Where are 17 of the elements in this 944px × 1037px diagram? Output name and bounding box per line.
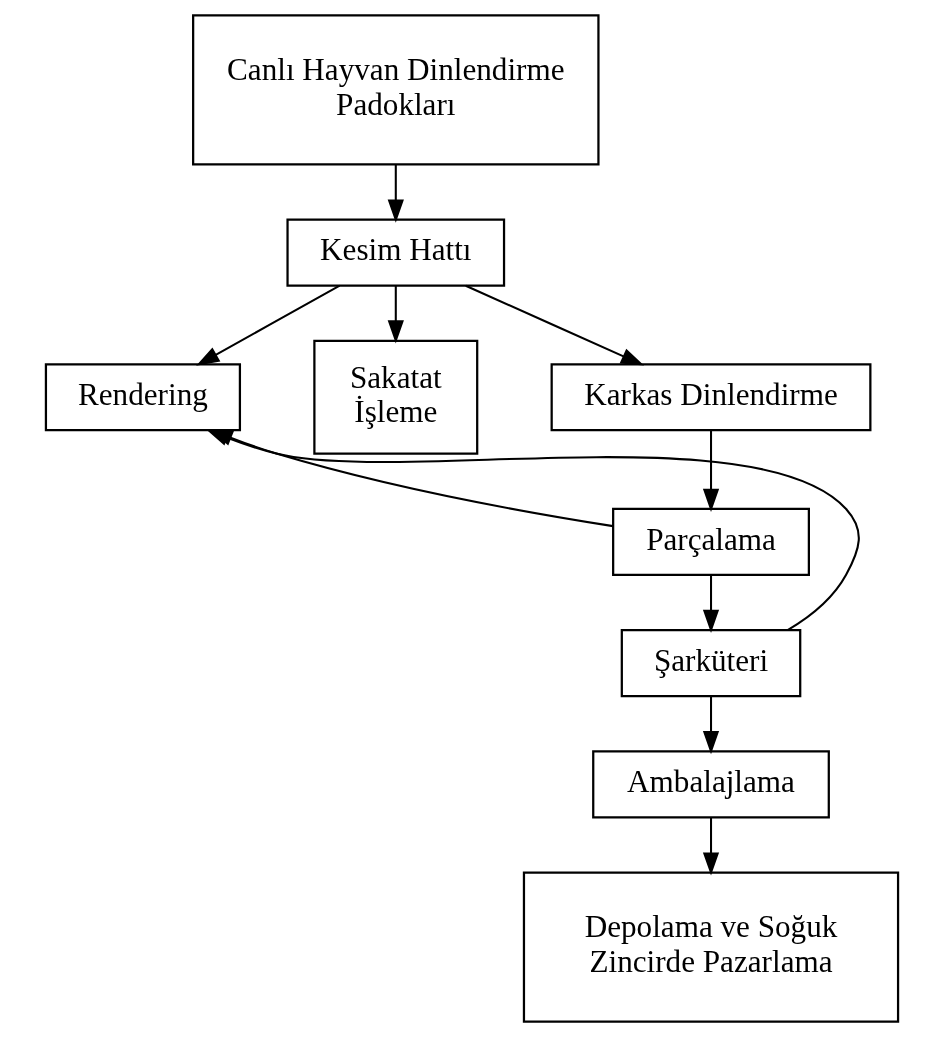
arrow	[465, 284, 645, 366]
arrow	[702, 817, 720, 876]
node-box: Parçalama	[612, 507, 810, 576]
arrow	[196, 284, 341, 366]
node-box: Sakatat İşleme	[313, 339, 479, 455]
arrow	[387, 285, 404, 344]
node-box: Karkas Dinlendirme	[550, 363, 872, 432]
arrow	[702, 575, 720, 633]
node-box: Şarküteri	[620, 629, 802, 698]
node-box: Ambalajlama	[592, 750, 830, 819]
node-box: Depolama ve Soğuk Zincirde Pazarlama	[522, 871, 900, 1023]
arrow	[702, 696, 720, 755]
node-box: Canlı Hayvan Dinlendirme Padokları	[192, 14, 600, 166]
node-box: Rendering	[44, 363, 242, 432]
arrow	[702, 430, 720, 513]
node-box: Kesim Hattı	[286, 218, 506, 287]
arrow	[387, 164, 404, 223]
